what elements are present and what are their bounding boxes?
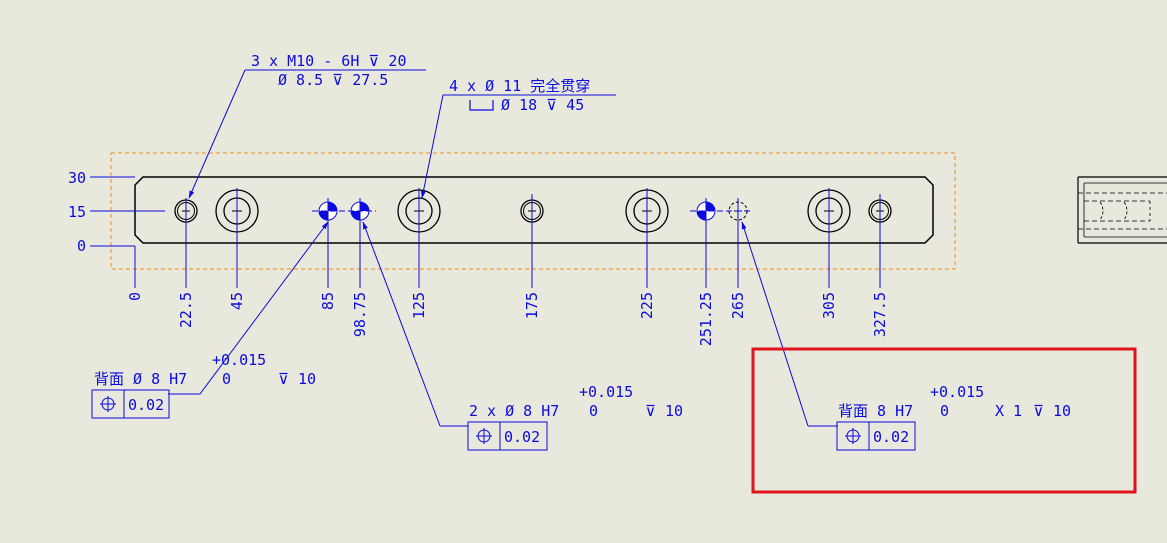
- back-left-text: 背面 Ø 8 H7: [94, 370, 187, 388]
- counterbore-icon: [469, 100, 494, 111]
- fcf-back-left-value: 0.02: [128, 396, 164, 414]
- two-x-tol-lower: 0: [589, 402, 598, 420]
- two-x-tol-upper: +0.015: [579, 383, 633, 401]
- back-right-tol-lower: 0: [940, 402, 949, 420]
- callout-back-left[interactable]: +0.015 背面 Ø 8 H7 0 ⊽ 10 0.02: [91, 221, 329, 419]
- vdim-0[interactable]: 0: [77, 237, 86, 255]
- hdim-label[interactable]: 225: [638, 292, 656, 319]
- fcf-back-right: [836, 421, 916, 451]
- hdim-label[interactable]: 305: [820, 292, 838, 319]
- back-right-tol-upper: +0.015: [930, 383, 984, 401]
- fcf-two-x: [467, 421, 548, 451]
- fcf-two-x-value: 0.02: [504, 428, 540, 446]
- back-right-qty: X 1: [995, 402, 1022, 420]
- hdim-label[interactable]: 251.25: [697, 292, 715, 346]
- hdim-label[interactable]: 85: [319, 292, 337, 310]
- ordinate-leaders: [90, 176, 881, 288]
- callout-two-x[interactable]: +0.015 2 x Ø 8 H7 0 ⊽ 10 0.02: [362, 221, 683, 451]
- hdim-label[interactable]: 265: [729, 292, 747, 319]
- two-x-depth: ⊽ 10: [645, 402, 683, 420]
- back-right-text: 背面 8 H7: [838, 402, 913, 420]
- hdim-label[interactable]: 125: [410, 292, 428, 319]
- callout-counterbore[interactable]: 4 x Ø 11 完全贯穿 Ø 18 ⊽ 45: [421, 77, 616, 199]
- position-icon: [845, 428, 861, 444]
- callout-tapped-line2: Ø 8.5 ⊽ 27.5: [278, 71, 388, 89]
- hdim-label[interactable]: 98.75: [351, 292, 369, 337]
- back-left-tol-lower: 0: [222, 370, 231, 388]
- horizontal-dims: 0 22.5 45 85 98.75 125 175 225 251.25 265 305 327.5: [126, 292, 889, 346]
- side-view-part[interactable]: [1077, 176, 1167, 244]
- callout-tapped[interactable]: 3 x M10 - 6H ⊽ 20 Ø 8.5 ⊽ 27.5: [188, 52, 426, 199]
- position-icon: [100, 396, 116, 412]
- hdim-label[interactable]: 0: [126, 292, 144, 301]
- vdim-15[interactable]: 15: [68, 203, 86, 221]
- callout-counterbore-line1: 4 x Ø 11 完全贯穿: [449, 77, 590, 95]
- hdim-label[interactable]: 22.5: [177, 292, 195, 328]
- back-right-depth: ⊽ 10: [1033, 402, 1071, 420]
- callout-tapped-line1: 3 x M10 - 6H ⊽ 20: [251, 52, 406, 70]
- two-x-text: 2 x Ø 8 H7: [469, 402, 559, 420]
- back-left-depth: ⊽ 10: [278, 370, 316, 388]
- position-icon: [476, 428, 492, 444]
- callout-counterbore-line2: Ø 18 ⊽ 45: [501, 96, 584, 114]
- back-left-tol-upper: +0.015: [212, 351, 266, 369]
- vdim-30[interactable]: 30: [68, 169, 86, 187]
- part-outline[interactable]: [134, 176, 934, 244]
- hdim-label[interactable]: 327.5: [871, 292, 889, 337]
- hdim-label[interactable]: 45: [228, 292, 246, 310]
- fcf-back-right-value: 0.02: [873, 428, 909, 446]
- hdim-label[interactable]: 175: [523, 292, 541, 319]
- highlight-box: [751, 347, 1137, 494]
- fcf-back-left: [91, 389, 170, 419]
- callout-back-right[interactable]: +0.015 背面 8 H7 0 X 1 ⊽ 10 0.02: [741, 221, 1071, 451]
